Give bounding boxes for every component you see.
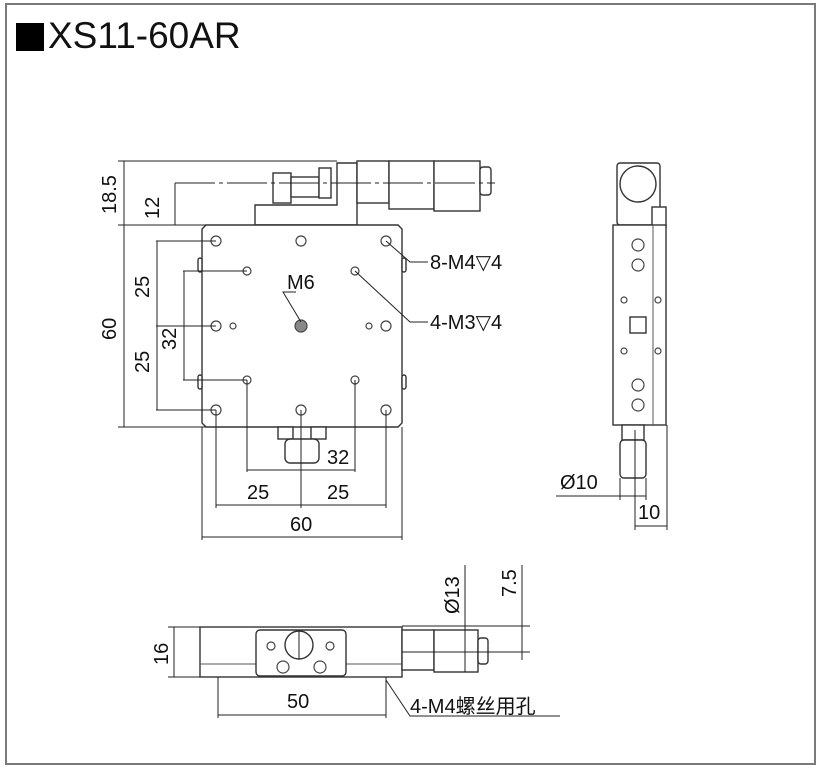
dim-sleeve-diameter: Ø13 [442,576,464,614]
callout-mount-holes: 4-M4螺丝用孔 [410,696,536,718]
callout-inner-holes: 4-M3▽4 [430,312,503,334]
dim-height-total: 18.5 [99,175,121,214]
dim-inner-pitch-vertical: 32 [159,327,181,350]
dim-axis-height: 7.5 [499,569,521,597]
dim-front-height: 16 [151,642,173,665]
dim-hole-pitch-left: 25 [247,482,270,504]
dim-inner-pitch-horizontal: 32 [327,447,350,469]
dim-hole-pitch-right: 25 [327,482,350,504]
model-number: XS11-60AR [48,15,241,56]
drawing-frame [5,3,816,765]
front-view [168,565,560,718]
top-view [118,160,495,540]
callout-center-thread: M6 [287,272,315,294]
dim-micrometer-diameter: Ø10 [560,472,598,494]
callout-outer-holes: 8-M4▽4 [430,252,503,274]
title-marker-square [16,23,44,51]
dim-mount-pitch: 50 [287,691,310,713]
side-view [556,162,668,530]
dim-width-vertical: 60 [99,317,121,340]
dim-hole-pitch-lower: 25 [132,350,154,373]
drawing-title: XS11-60AR [16,14,241,58]
dim-hole-pitch-upper: 25 [132,275,154,298]
dim-offset: 10 [638,502,661,524]
dim-width-horizontal: 60 [290,514,313,536]
dim-micrometer-axis: 12 [142,196,164,219]
